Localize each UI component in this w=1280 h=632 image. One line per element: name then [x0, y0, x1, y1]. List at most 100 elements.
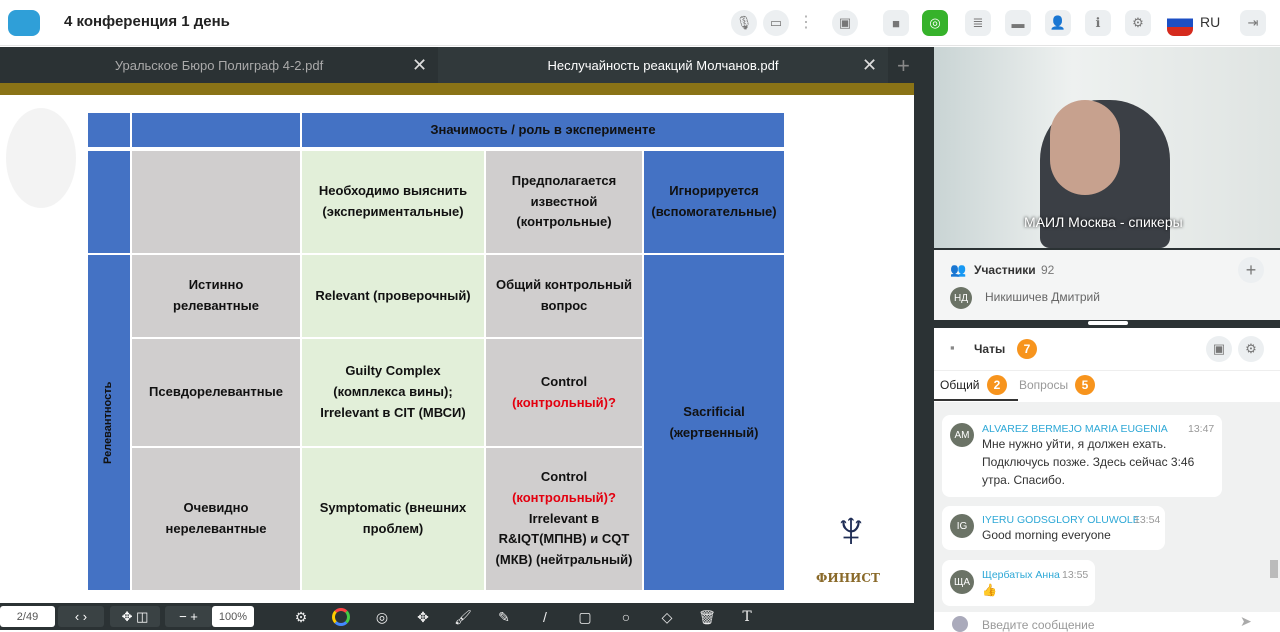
tab-label: Уральское Бюро Полиграф 4-2.pdf	[114, 57, 324, 73]
document-tabs: Уральское Бюро Полиграф 4-2.pdf ✕ Неслуч…	[0, 47, 930, 83]
top-bar: 4 конференция 1 день 🎙 ▭ ⋮ ▣ ■ ◎ ≣ ▬ 👤 ℹ…	[0, 0, 1280, 46]
app-logo[interactable]	[8, 10, 40, 36]
col-head-experimental: Необходимо выяснить (экспериментальные)	[300, 149, 486, 255]
general-count-badge: 2	[987, 375, 1007, 395]
row-label: Истинно релевантные	[130, 253, 302, 339]
chats-count-badge: 7	[1017, 339, 1037, 359]
participants-icon: 👥	[950, 262, 967, 277]
page-nav-buttons[interactable]: ‹ ›	[58, 606, 104, 627]
line-icon[interactable]: /	[543, 609, 547, 625]
screen-share-icon[interactable]: ▣	[832, 10, 858, 36]
message-time: 13:47	[1188, 423, 1215, 435]
fit-buttons[interactable]: ✥ ◫	[110, 606, 160, 627]
cell-text: Control	[540, 373, 588, 389]
message-text: Мне нужно уйти, я должен ехать. Подключу…	[982, 437, 1195, 487]
chat-input-bar	[934, 612, 1280, 630]
active-tab-underline	[934, 399, 1018, 401]
emblem-logo	[6, 108, 76, 208]
conference-title: 4 конференция 1 день	[64, 13, 230, 30]
camera-off-icon[interactable]: ▭	[763, 10, 789, 36]
participant-name[interactable]: Никишичев Дмитрий	[985, 290, 1100, 304]
add-tab-icon[interactable]: +	[897, 53, 910, 78]
trash-icon[interactable]: 🗑	[698, 608, 716, 625]
eraser-icon[interactable]: ◇	[661, 608, 673, 625]
table-cell: Relevant (проверочный)	[300, 253, 486, 339]
stop-icon[interactable]: ■	[883, 10, 909, 36]
more-icon[interactable]: ⋮	[798, 14, 814, 31]
slide-top-bar	[0, 83, 914, 95]
chat-message: ЩА Щербатых Анна 13:55 👍	[942, 560, 1095, 606]
tab-document-2[interactable]: Неслучайность реакций Молчанов.pdf	[438, 47, 888, 83]
finist-logo-text: ФИНИСТ	[816, 571, 880, 585]
color-picker-icon[interactable]	[332, 608, 350, 626]
participants-panel: 👥 Участники 92 + НД Никишичев Дмитрий	[934, 250, 1280, 320]
message-author: ALVAREZ BERMEJO MARIA EUGENIA	[982, 423, 1168, 435]
table-cell: Control (контрольный)? Irrelevant в R&IQ…	[484, 446, 644, 592]
table-cell: Общий контрольный вопрос	[484, 253, 644, 339]
exit-icon[interactable]: ⇥	[1240, 10, 1266, 36]
sacrificial-cell: Sacrificial (жертвенный)	[642, 253, 786, 592]
pencil-icon[interactable]: ✎	[498, 608, 510, 625]
resize-handle[interactable]	[1088, 321, 1128, 325]
russia-flag-icon[interactable]	[1167, 10, 1193, 36]
col-head-control: Предполагается известной (контрольные)	[484, 149, 644, 255]
close-icon[interactable]: ✕	[412, 55, 428, 75]
avatar: ЩА	[950, 570, 974, 594]
move-icon[interactable]: ✥	[417, 608, 429, 625]
page-input[interactable]: 2/49	[0, 606, 55, 627]
language-label[interactable]: RU	[1200, 14, 1221, 30]
user-settings-icon[interactable]: 👤	[1045, 10, 1071, 36]
chat-icon: ▪	[950, 340, 955, 355]
cell-text: Control	[540, 469, 588, 484]
eagle-logo-icon: ♆	[831, 501, 871, 559]
chat-message: IG IYERU GODSGLORY OLUWOLE 13:54 Good mo…	[942, 506, 1165, 550]
chat-message: AM ALVAREZ BERMEJO MARIA EUGENIA 13:47 М…	[942, 415, 1222, 497]
cell-text-red: (контрольный)?	[512, 394, 616, 410]
ellipse-icon[interactable]: ○	[621, 609, 631, 625]
zoom-input[interactable]: 100%	[212, 606, 254, 627]
table-cell: Control (контрольный)?	[484, 337, 644, 448]
text-tool-icon[interactable]: T	[742, 609, 752, 625]
avatar: НД	[950, 287, 972, 309]
zoom-buttons[interactable]: − +	[165, 606, 212, 627]
folder-icon[interactable]: ▬	[1005, 10, 1031, 36]
rectangle-icon[interactable]: ▢	[578, 608, 592, 625]
chat-settings-icon[interactable]: ⚙	[1238, 336, 1264, 362]
participants-count: 92	[1041, 263, 1055, 277]
message-time: 13:55	[1062, 569, 1089, 581]
add-participant-button[interactable]: +	[1238, 257, 1264, 283]
mic-off-icon[interactable]: 🎙	[731, 10, 757, 36]
settings-icon[interactable]: ⚙	[294, 608, 308, 625]
cell-text-red: (контрольный)?	[512, 489, 616, 505]
row-label: Псевдорелевантные	[130, 337, 302, 448]
avatar: AM	[950, 423, 974, 447]
tab-document-1[interactable]: Уральское Бюро Полиграф 4-2.pdf	[0, 47, 438, 83]
tab-general[interactable]: Общий	[940, 378, 980, 392]
chat-export-icon[interactable]: ▣	[1206, 336, 1232, 362]
participants-title: Участники	[974, 263, 1036, 277]
message-text: 👍	[982, 583, 997, 597]
slide-toolbar: 2/49 ‹ › ✥ ◫ − + 100% ⚙ ◎ ✥ 🖌 ✎ / ▢ ○ ◇ …	[0, 603, 930, 630]
brush-icon[interactable]: 🖌	[454, 608, 472, 625]
close-icon[interactable]: ✕	[862, 55, 878, 75]
table-cell	[130, 111, 302, 149]
chat-input[interactable]: Введите сообщение	[982, 618, 1095, 632]
send-icon[interactable]: ➤	[1240, 613, 1252, 629]
gear-icon[interactable]: ⚙	[1125, 10, 1151, 36]
message-author: IYERU GODSGLORY OLUWOLE	[982, 514, 1140, 526]
table-cell: Symptomatic (внешних проблем)	[300, 446, 486, 592]
chats-title: Чаты	[974, 342, 1006, 356]
emoji-icon[interactable]	[952, 616, 968, 632]
table-cell	[86, 111, 132, 149]
relevance-label: Релевантность	[86, 253, 132, 592]
message-time: 13:54	[1134, 514, 1161, 526]
notes-icon[interactable]: ≣	[965, 10, 991, 36]
pointer-icon[interactable]: ◎	[375, 608, 389, 625]
record-icon[interactable]: ◎	[922, 10, 948, 36]
table-cell: Guilty Complex (комплекса вины); Irrelev…	[300, 337, 486, 448]
chat-scrollbar[interactable]	[1270, 404, 1278, 604]
tab-questions[interactable]: Вопросы	[1019, 378, 1069, 392]
col-head-auxiliary: Игнорируется (вспомогательные)	[642, 149, 786, 255]
info-icon[interactable]: ℹ	[1085, 10, 1111, 36]
table-cell	[130, 149, 302, 255]
